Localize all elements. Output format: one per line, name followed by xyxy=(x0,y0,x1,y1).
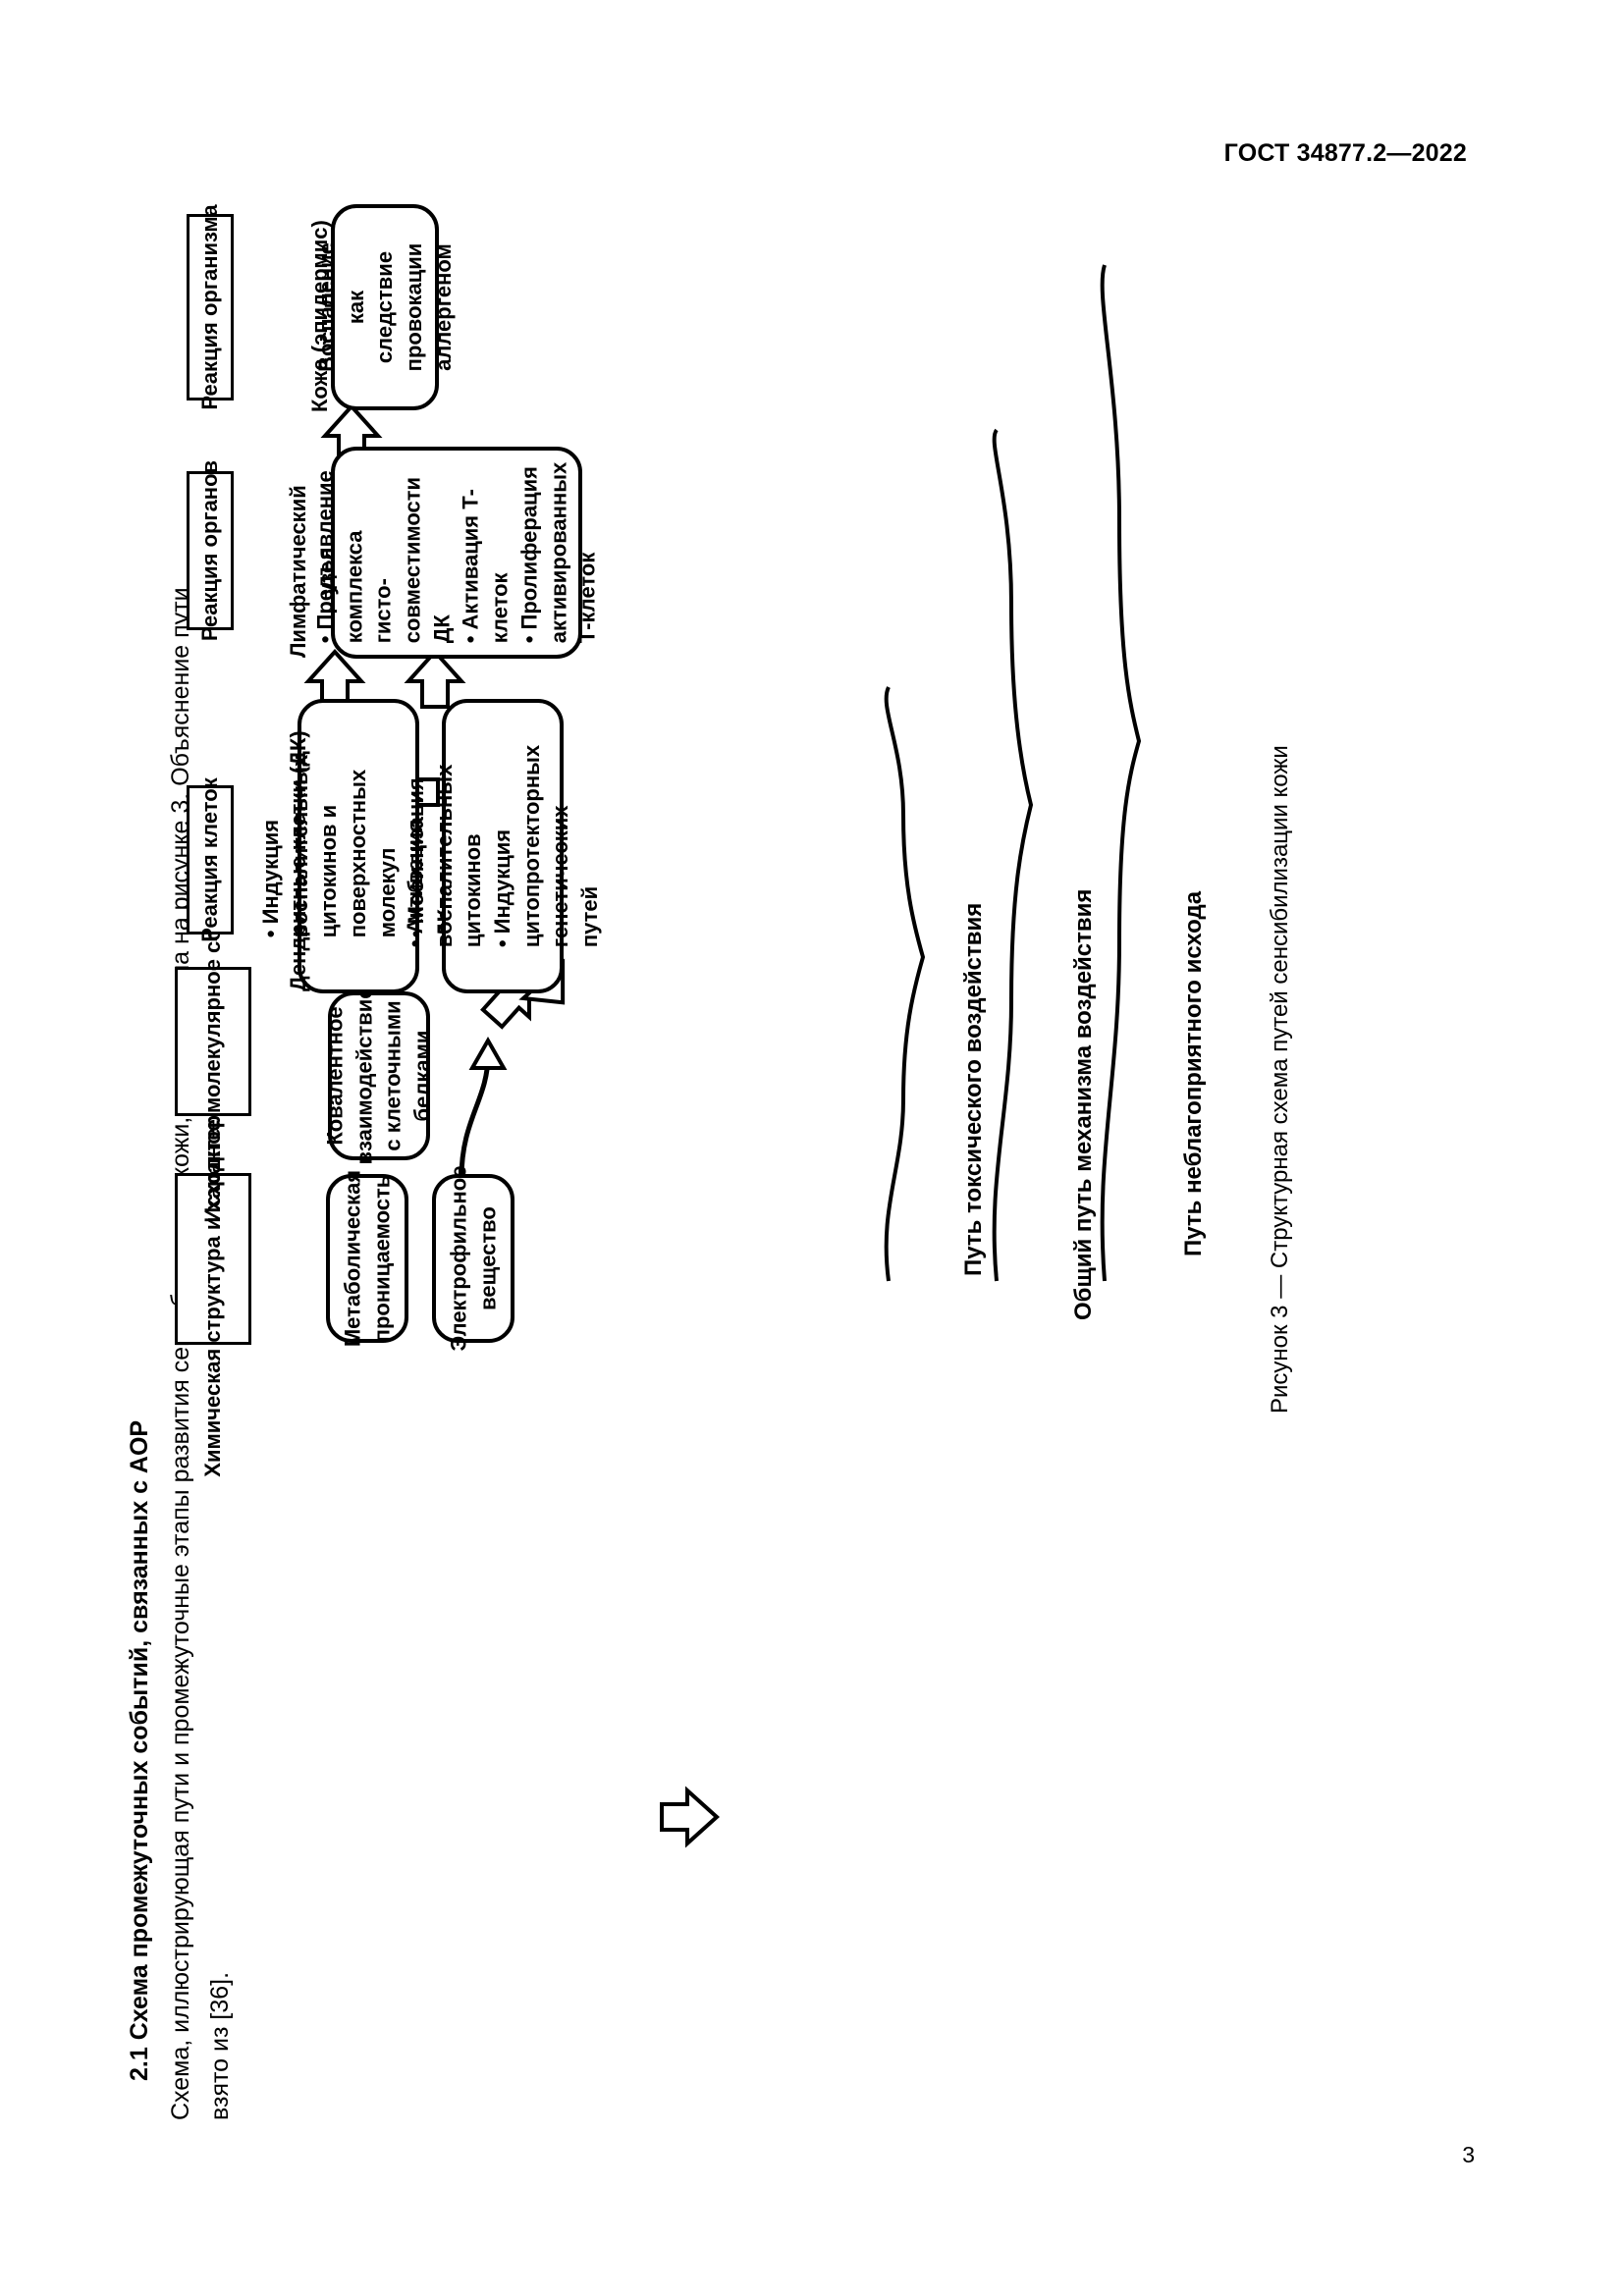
node-keratinocyte-activation-label: • Активация воспалительных цитокинов • И… xyxy=(403,744,603,948)
node-metabolic-permeability-label: Метаболическая проницаемость xyxy=(340,1169,394,1348)
page-number: 3 xyxy=(1462,2142,1475,2167)
path-label-toxic: Путь токсического воздействия xyxy=(960,902,987,1276)
node-keratinocyte-activation: • Активация воспалительных цитокинов • И… xyxy=(403,699,602,993)
category-header-chemical: Химическая структура и характеристики xyxy=(175,1041,251,1476)
node-metabolic-permeability: Метаболическая проницаемость xyxy=(326,1170,408,1347)
arrowhead-electrophile-to-covalent xyxy=(468,1036,508,1070)
category-header-cell: Реакция клеток xyxy=(187,777,234,942)
figure-caption: Рисунок 3 — Структурная схема путей сенс… xyxy=(1267,745,1293,1414)
node-skin-inflammation: Воспаление как следствие провокации алле… xyxy=(314,204,456,410)
arrow-metabolic-to-electrophile xyxy=(660,1786,720,1848)
path-label-adverse: Путь неблагоприятного исхода xyxy=(1180,890,1207,1256)
node-electrophilic-substance: Электрофильное вещество xyxy=(432,1166,514,1351)
free-label-skin: Кожа (эпидермис) xyxy=(306,220,335,412)
node-lymph-node-events-label: • Предъявление комплекса гисто- совмести… xyxy=(312,461,600,644)
category-header-organism-label: Реакция организма xyxy=(197,204,222,410)
free-label-skin-text: Кожа (эпидермис) xyxy=(307,220,332,412)
standard-code-header: ГОСТ 34877.2—2022 xyxy=(1223,139,1467,167)
brace-adverse-path xyxy=(1100,264,1142,1282)
node-dc-inflammatory-cytokines: • Индукция воспалительных цитокинов и по… xyxy=(258,699,458,993)
category-header-cell-label: Реакция клеток xyxy=(197,777,222,942)
free-label-lymph-node-text: Лимфатический узел xyxy=(286,485,339,658)
node-covalent-interaction: Ковалентное взаимодействие с клеточными … xyxy=(323,987,435,1164)
category-header-organ: Реакция органов xyxy=(187,460,234,641)
brace-common-path xyxy=(992,428,1034,1282)
node-lymph-node-events: • Предъявление комплекса гисто- совмести… xyxy=(313,447,600,659)
node-electrophilic-substance-label: Электрофильное вещество xyxy=(446,1165,500,1352)
free-label-lymph-node: Лимфатический узел xyxy=(285,485,341,658)
brace-toxic-path xyxy=(884,686,926,1282)
path-label-common: Общий путь механизма воздействия xyxy=(1070,888,1097,1320)
node-covalent-interaction-label: Ковалентное взаимодействие с клеточными … xyxy=(322,987,435,1165)
free-label-dendritic-cells: Дендритные клетки (ДК) xyxy=(285,730,313,991)
category-header-organ-label: Реакция органов xyxy=(197,459,222,642)
category-header-organism: Реакция организма xyxy=(187,204,234,410)
free-label-dendritic-cells-text: Дендритные клетки (ДК) xyxy=(286,730,310,991)
arrow-keratinocyte-to-lymph xyxy=(404,649,466,709)
curve-electrophile-to-covalent xyxy=(459,1054,491,1179)
category-header-mie: Исходное молекулярное событие xyxy=(175,860,251,1223)
